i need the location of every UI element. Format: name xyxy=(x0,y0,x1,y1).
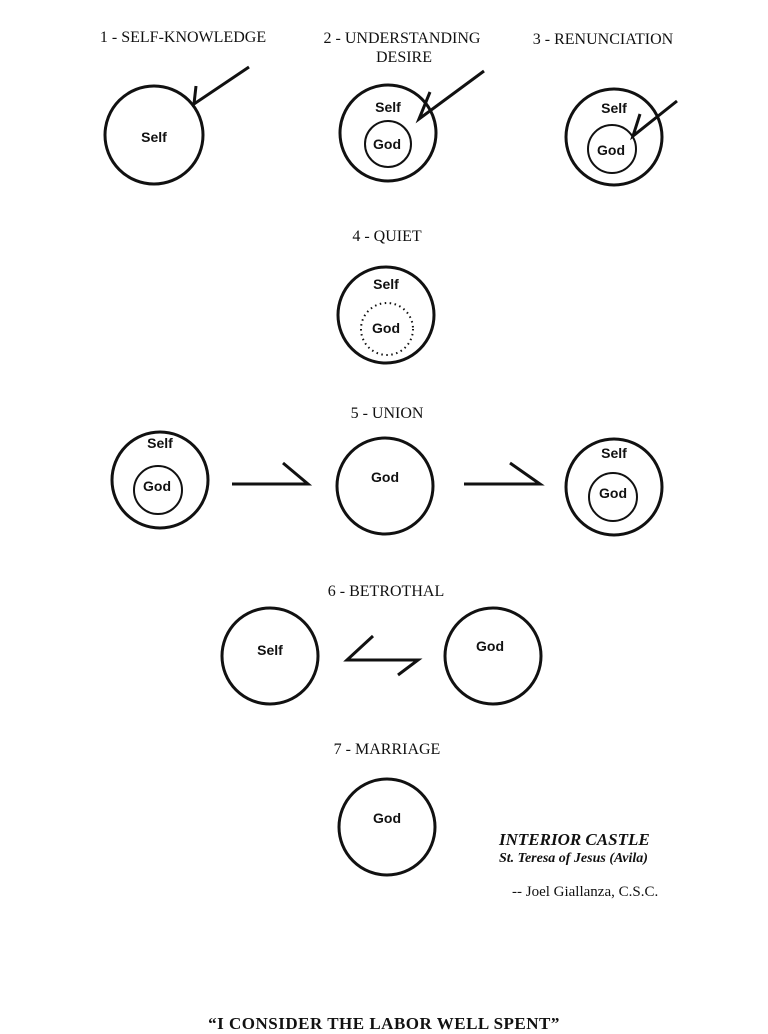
credit-title: INTERIOR CASTLE xyxy=(499,830,650,849)
credit-subtitle: St. Teresa of Jesus (Avila) xyxy=(499,851,648,866)
stage-2-caption-line-1: 2 - UNDERSTANDING xyxy=(324,30,481,47)
stage-4-caption: 4 - QUIET xyxy=(352,228,422,245)
stage-7-caption: 7 - MARRIAGE xyxy=(334,741,441,758)
god-circle xyxy=(364,120,412,168)
stage-6-caption: 6 - BETROTHAL xyxy=(328,583,444,600)
god-label: God xyxy=(599,485,627,501)
self-circle-after xyxy=(564,437,664,537)
forward-arrow xyxy=(464,461,545,486)
footer-quote: “I CONSIDER THE LABOR WELL SPENT” xyxy=(208,1014,560,1033)
self-label: Self xyxy=(601,445,627,461)
god-label: God xyxy=(143,478,171,494)
stage-2-caption-line-2: DESIRE xyxy=(376,49,432,66)
self-label: Self xyxy=(257,642,283,658)
self-circle xyxy=(220,606,320,706)
god-circle-dotted xyxy=(360,302,414,356)
forward-arrow xyxy=(232,461,313,486)
god-label: God xyxy=(372,320,400,336)
stage-3-caption: 3 - RENUNCIATION xyxy=(533,31,674,48)
god-circle-before xyxy=(133,465,183,515)
self-circle xyxy=(103,84,205,186)
exchange-arrow xyxy=(343,634,423,677)
god-label: God xyxy=(373,136,401,152)
self-label: Self xyxy=(601,100,627,116)
approach-arrow xyxy=(192,65,250,108)
approach-arrow xyxy=(630,99,678,141)
self-circle xyxy=(338,83,438,183)
god-circle-union xyxy=(335,436,435,536)
god-circle xyxy=(337,777,437,877)
stage-1-caption: 1 - SELF-KNOWLEDGE xyxy=(100,29,266,46)
stage-3-renunciation: 3 - RENUNCIATION Self God xyxy=(533,31,678,187)
stage-1-self-knowledge: 1 - SELF-KNOWLEDGE Self xyxy=(100,29,266,186)
self-circle xyxy=(564,87,664,187)
god-label: God xyxy=(373,810,401,826)
god-label: God xyxy=(371,469,399,485)
approach-arrow xyxy=(415,69,485,124)
god-circle xyxy=(587,124,637,174)
self-circle-before xyxy=(110,430,210,530)
self-label: Self xyxy=(373,276,399,292)
stage-5-caption: 5 - UNION xyxy=(351,405,424,422)
stage-6-betrothal: 6 - BETROTHAL Self God xyxy=(220,583,543,706)
stage-5-union: 5 - UNION Self God God Self God xyxy=(110,405,664,537)
stage-4-quiet: 4 - QUIET Self God xyxy=(336,228,436,365)
god-label: God xyxy=(476,638,504,654)
stage-7-marriage: 7 - MARRIAGE God xyxy=(334,741,441,877)
self-label: Self xyxy=(141,129,167,145)
credit-author: -- Joel Giallanza, C.S.C. xyxy=(512,884,659,900)
stage-2-understanding-desire: 2 - UNDERSTANDING DESIRE Self God xyxy=(324,30,485,183)
self-label: Self xyxy=(147,435,173,451)
god-circle-after xyxy=(588,472,638,522)
self-circle xyxy=(336,265,436,365)
god-circle xyxy=(443,606,543,706)
god-label: God xyxy=(597,142,625,158)
self-label: Self xyxy=(375,99,401,115)
